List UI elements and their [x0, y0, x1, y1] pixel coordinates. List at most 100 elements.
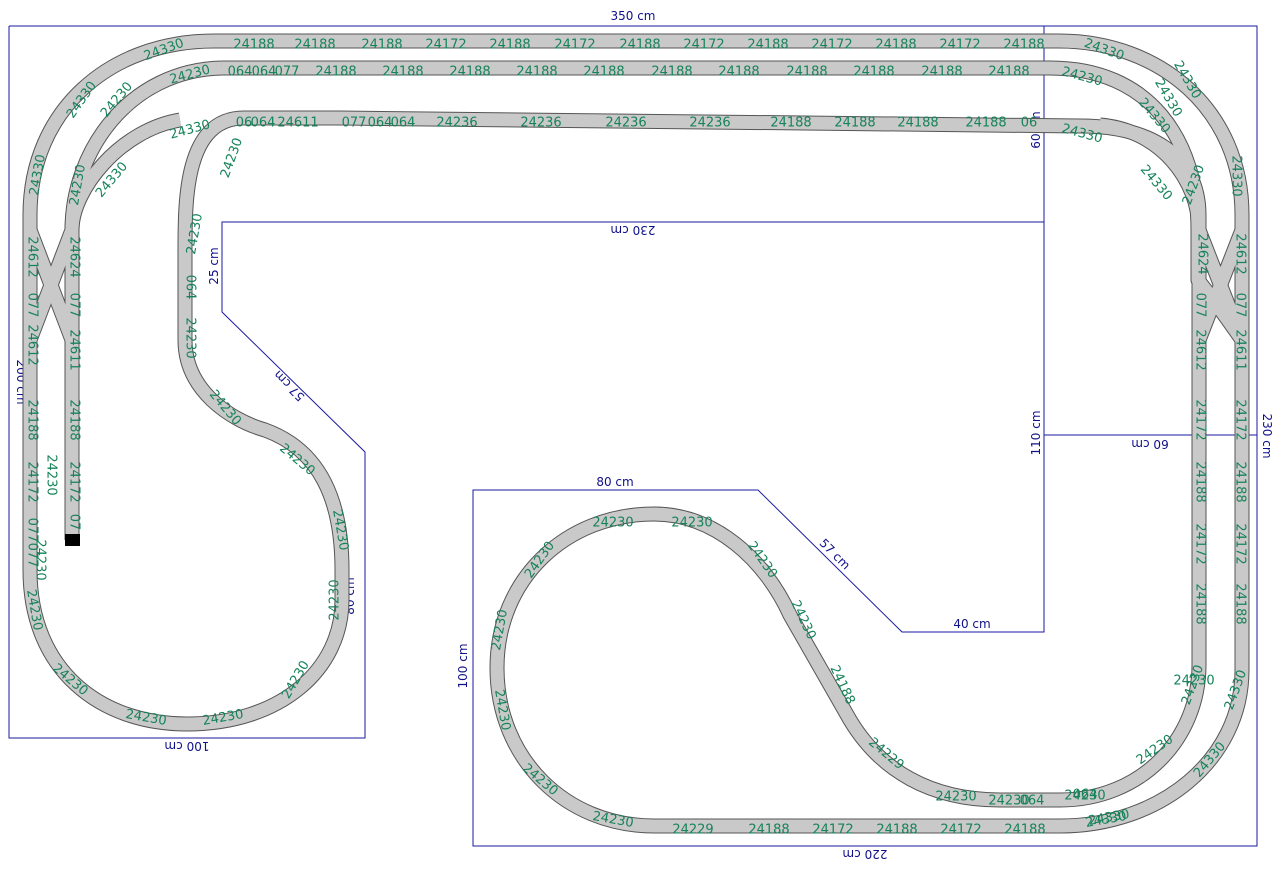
piece-label-right-inner-3: 24624	[1195, 233, 1210, 274]
piece-label-left-loop-8: 24230	[328, 579, 343, 620]
dim-right-height: 230 cm	[1260, 413, 1274, 458]
piece-label-left-middle-3: 077	[67, 293, 82, 318]
piece-label-right-outer-8: 24172	[1233, 523, 1248, 564]
piece-label-left-loop-7: 24230	[329, 508, 351, 551]
piece-label-top-inner-9: 24236	[605, 116, 646, 131]
piece-label-right-outer-12: 24330	[1087, 807, 1130, 829]
piece-label-left-outer-4: 24612	[25, 324, 40, 365]
piece-label-bottom-loop-12: 24230	[489, 608, 511, 651]
piece-label-right-outer-9: 24188	[1233, 583, 1248, 624]
piece-label-bottom-loop-11: 24230	[522, 539, 558, 581]
piece-label-right-outer-11: 24330	[1191, 739, 1229, 780]
dim-inner-diag-left: 57 cm	[271, 368, 307, 404]
piece-label-bottom-outer-0: 24230	[591, 809, 634, 831]
piece-label-right-inner-5: 24612	[1193, 329, 1208, 370]
piece-label-left-loop-3: 064	[183, 275, 198, 300]
dim-inner-top-bottom: 80 cm	[596, 475, 633, 489]
piece-label-top-outer-4: 24172	[425, 38, 466, 53]
dim-inner-mid-right: 110 cm	[1029, 410, 1043, 455]
dim-bottom-left-width: 100 cm	[164, 739, 209, 753]
piece-label-right-inner-12: 24230	[1064, 789, 1105, 804]
piece-label-left-middle-6: 24172	[67, 461, 82, 502]
piece-label-top-inner-5: 064	[368, 116, 393, 131]
dim-top-width: 350 cm	[610, 9, 655, 23]
piece-label-top-inner-14: 24188	[965, 116, 1006, 131]
piece-label-right-outer-1: 24330	[1229, 155, 1244, 196]
dim-inner-diag-bottom: 57 cm	[817, 536, 853, 572]
piece-label-left-middle-2: 24624	[67, 236, 82, 277]
piece-label-top-inner-13: 24188	[897, 116, 938, 131]
piece-label-left-outer-7: 077	[25, 518, 40, 543]
piece-label-left-middle-5: 24188	[67, 399, 82, 440]
piece-label-left-middle-4: 24611	[67, 329, 82, 370]
dim-bottom-right-width: 220 cm	[842, 847, 887, 861]
piece-label-bottom-loop-13: 24230	[491, 688, 513, 731]
dim-inner-top: 230 cm	[610, 223, 655, 237]
piece-label-top-outer-3: 24188	[361, 38, 402, 53]
piece-label-top-outer-8: 24172	[683, 38, 724, 53]
piece-label-right-inner-9: 24188	[1193, 583, 1208, 624]
piece-label-right-outer-3: 24612	[1233, 233, 1248, 274]
piece-label-bottom-outer-1: 24229	[672, 823, 713, 838]
piece-label-bottom-loop-7: 24230	[988, 794, 1029, 809]
piece-label-left-loop-10: 24230	[201, 707, 244, 729]
piece-label-top-outer-5: 24188	[489, 38, 530, 53]
piece-label-bottom-outer-7: 24330	[1084, 809, 1127, 831]
piece-label-top-outer-6: 24172	[554, 38, 595, 53]
piece-label-bottom-loop-8: 064	[1020, 794, 1045, 809]
track-edges	[22, 33, 1250, 834]
piece-label-top-outer-1: 24188	[233, 38, 274, 53]
piece-label-left-outer-3: 077	[25, 293, 40, 318]
piece-label-left-outer-1: 24330	[27, 153, 49, 196]
piece-label-left-loop-12: 24230	[49, 661, 90, 699]
piece-label-top-middle-13: 24188	[921, 65, 962, 80]
piece-label-bottom-outer-4: 24188	[876, 823, 917, 838]
piece-label-left-middle-1: 24230	[67, 163, 89, 206]
piece-label-top-middle-10: 24188	[718, 65, 759, 80]
piece-label-top-middle-5: 24188	[382, 65, 423, 80]
piece-label-left-loop-13: 24230	[44, 454, 59, 495]
dim-inner-left: 25 cm	[207, 247, 221, 284]
piece-label-left-outer-5: 24188	[25, 399, 40, 440]
piece-label-top-middle-14: 24188	[988, 65, 1029, 80]
piece-label-top-inner-6: 064	[391, 116, 416, 131]
piece-label-top-middle-6: 24188	[449, 65, 490, 80]
dim-inner-horiz-right: 60 cm	[1131, 437, 1168, 451]
piece-label-top-outer-13: 24188	[1003, 38, 1044, 53]
piece-label-top-outer-11: 24188	[875, 38, 916, 53]
piece-label-top-inner-3: 24611	[277, 116, 318, 131]
piece-label-bottom-outer-2: 24188	[748, 823, 789, 838]
piece-label-top-inner-7: 24236	[436, 116, 477, 131]
piece-label-top-inner-11: 24188	[770, 116, 811, 131]
piece-label-top-outer-2: 24188	[294, 38, 335, 53]
piece-label-top-middle-9: 24188	[651, 65, 692, 80]
piece-label-right-outer-6: 24172	[1233, 399, 1248, 440]
piece-label-top-inner-8: 24236	[520, 116, 561, 131]
piece-label-top-inner-15: 06	[1021, 116, 1038, 131]
piece-label-top-inner-1: 06	[236, 116, 253, 131]
piece-label-left-outer-6: 24172	[25, 461, 40, 502]
piece-label-top-middle-1: 064	[228, 65, 253, 80]
piece-label-bottom-outer-3: 24172	[812, 823, 853, 838]
piece-label-right-inner-6: 24172	[1193, 399, 1208, 440]
board-outline	[8, 25, 1258, 847]
piece-label-bottom-outer-5: 24172	[940, 823, 981, 838]
track-fills	[23, 34, 1249, 833]
track-middle-fill	[222, 61, 1248, 344]
piece-label-bottom-outer-6: 24188	[1004, 823, 1045, 838]
piece-label-top-middle-11: 24188	[786, 65, 827, 80]
piece-label-top-inner-10: 24236	[689, 116, 730, 131]
piece-label-top-outer-10: 24172	[811, 38, 852, 53]
piece-label-top-middle-12: 24188	[853, 65, 894, 80]
track-outer-fill	[23, 34, 1249, 833]
piece-label-top-middle-2: 064	[252, 65, 277, 80]
piece-label-left-loop-4: 24230	[183, 317, 198, 358]
piece-label-left-loop-2: 24230	[184, 212, 206, 255]
piece-label-left-outer-9: 24230	[23, 588, 45, 631]
piece-label-right-inner-4: 077	[1193, 293, 1208, 318]
piece-label-bottom-loop-1: 24230	[671, 516, 712, 531]
piece-label-bottom-loop-6: 24230	[935, 790, 976, 805]
piece-label-left-loop-11: 24230	[124, 707, 167, 729]
piece-label-right-outer-7: 24188	[1233, 461, 1248, 502]
